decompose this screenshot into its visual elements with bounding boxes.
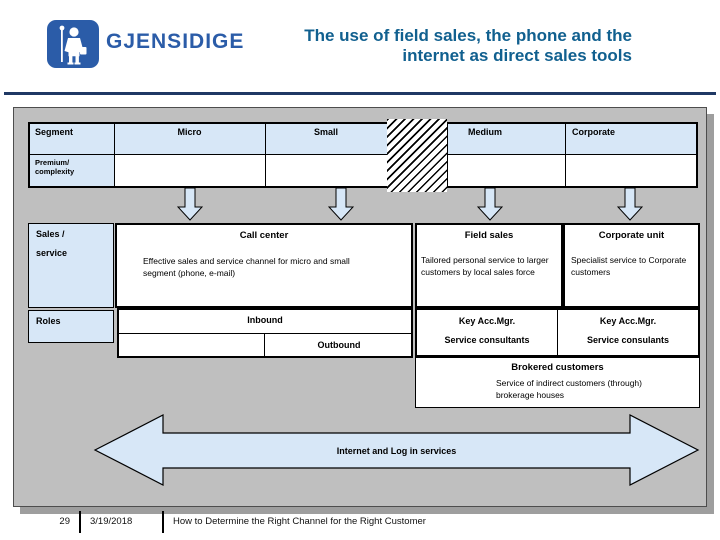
- matrix-row-divider: [28, 154, 698, 155]
- page-title: The use of field sales, the phone and th…: [250, 26, 632, 66]
- down-arrow-icon: [617, 187, 643, 221]
- key-acc-mgr-medium: Key Acc.Mgr.: [458, 316, 516, 326]
- service-consultants-corporate: Service consulants: [586, 335, 670, 345]
- call-center-title: Call center: [239, 230, 289, 241]
- inbound-outbound-box: Inbound Outbound: [117, 308, 413, 358]
- field-sales-box: Field sales Tailored personal service to…: [415, 223, 563, 308]
- column-header-corporate: Corporate: [572, 127, 616, 137]
- corporate-unit-title: Corporate unit: [598, 230, 665, 241]
- call-center-description: Effective sales and service channel for …: [143, 256, 350, 278]
- key-account-medium-cell: Key Acc.Mgr. Service consultants: [417, 310, 558, 355]
- down-arrow-icon: [177, 187, 203, 221]
- premium-complexity-label: Premium/ complexity: [35, 158, 75, 176]
- outbound-cell: Outbound: [317, 340, 361, 350]
- corporate-unit-description: Specialist service to Corporate customer…: [571, 255, 687, 277]
- internet-services-label: Internet and Log in services: [336, 445, 457, 456]
- column-header-micro: Micro: [177, 127, 202, 137]
- footer-divider: [162, 511, 164, 533]
- down-arrow-icon: [328, 187, 354, 221]
- matrix-col-divider: [265, 122, 266, 188]
- field-sales-description: Tailored personal service to larger cust…: [421, 255, 549, 277]
- roles-row-label: Roles: [28, 310, 114, 343]
- logo-wordmark: GJENSIDIGE: [106, 30, 245, 53]
- outbound-cell-divider: [264, 334, 265, 358]
- matrix-col-divider: [114, 122, 115, 188]
- brokered-customers-box: Brokered customers Service of indirect c…: [415, 357, 700, 408]
- page-title-line2: internet as direct sales tools: [402, 46, 632, 65]
- matrix-col-divider: [565, 122, 566, 188]
- matrix-col-divider: [447, 122, 448, 188]
- corporate-unit-box: Corporate unit Specialist service to Cor…: [563, 223, 700, 308]
- field-sales-title: Field sales: [464, 230, 514, 241]
- internet-services-arrow-icon: [93, 414, 700, 486]
- segment-label-column: [30, 124, 114, 186]
- segment-label: Segment: [35, 127, 74, 137]
- column-header-medium: Medium: [468, 127, 503, 137]
- hatched-divider-pattern: [387, 119, 447, 192]
- brokered-customers-description: Service of indirect customers (through) …: [496, 378, 642, 400]
- page-title-line1: The use of field sales, the phone and th…: [304, 26, 632, 45]
- call-center-box: Call center Effective sales and service …: [115, 223, 413, 308]
- key-account-box: Key Acc.Mgr. Service consultants Key Acc…: [415, 308, 700, 357]
- sales-service-row-label: Sales / service: [28, 223, 114, 308]
- header-divider: [4, 92, 716, 95]
- key-account-corporate-cell: Key Acc.Mgr. Service consulants: [558, 310, 698, 355]
- segment-header-row: [30, 124, 696, 155]
- footer-page-number: 29: [59, 516, 70, 527]
- key-acc-mgr-corporate: Key Acc.Mgr.: [599, 316, 657, 326]
- gjensidige-logo-icon: [47, 20, 99, 68]
- brokered-customers-title: Brokered customers: [511, 362, 604, 373]
- footer-divider: [79, 511, 81, 533]
- footer-title: How to Determine the Right Channel for t…: [173, 516, 426, 527]
- footer-date: 3/19/2018: [90, 516, 133, 527]
- inbound-outbound-divider: [119, 333, 411, 334]
- inbound-cell: Inbound: [247, 315, 283, 325]
- down-arrow-icon: [477, 187, 503, 221]
- column-header-small: Small: [313, 127, 338, 137]
- service-consultants-medium: Service consultants: [444, 335, 530, 345]
